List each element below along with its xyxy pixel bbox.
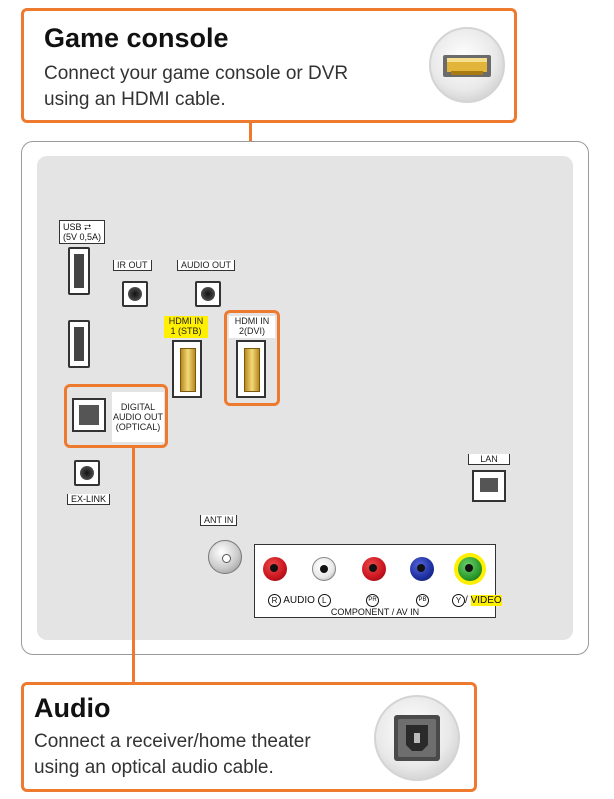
connector-line-optical [132,447,135,683]
usb-icon: ⮂ [84,222,92,232]
rca-audio-r[interactable] [263,557,287,581]
usb-port-1[interactable] [68,247,90,295]
usb-label: USB ⮂ (5V 0,5A) [59,220,106,244]
callout-text-line1: Connect your game console or DVR [44,63,349,84]
callout-text-line2: using an optical audio cable. [34,757,274,778]
callout-title: Game console [44,23,229,53]
ir-out-jack[interactable] [122,281,148,307]
callout-text-line2: using an HDMI cable. [44,89,226,110]
r-symbol: R [268,594,281,607]
hdmi-in-1-label: HDMI IN 1 (STB) [164,316,208,338]
hdmi-in-2-label: HDMI IN 2(DVI) [229,316,275,338]
optical-highlight [64,384,168,448]
hdmi-in-2-highlight [224,310,280,406]
optical-port[interactable] [72,398,106,432]
rca-audio-l[interactable] [312,557,336,581]
antenna-center-pin [222,554,231,563]
rca-pr[interactable] [362,557,386,581]
audio-callout: Audio Connect a receiver/home theater us… [21,682,477,792]
y-symbol: Y [452,594,465,607]
hdmi-in-2-port[interactable] [236,340,266,398]
usb-port-2[interactable] [68,320,90,368]
component-labels-row: R AUDIO L [268,594,331,607]
audio-out-jack[interactable] [195,281,221,307]
digital-audio-out-label: DIGITAL AUDIO OUT (OPTICAL) [112,392,164,442]
antenna-connector[interactable] [208,540,242,574]
ex-link-jack[interactable] [74,460,100,486]
optical-plug-icon [374,695,460,781]
pb-symbol: PB [416,594,429,607]
lan-port-inner [480,478,498,492]
ant-in-label: ANT IN [200,515,238,526]
rca-video-y[interactable] [458,557,482,581]
optical-port-inner [79,405,99,425]
lan-label: LAN [468,454,510,465]
video-label-group: Y/ VIDEO [452,594,502,607]
pr-symbol: PR [366,594,379,607]
rca-pb[interactable] [410,557,434,581]
ir-out-label: IR OUT [113,260,152,271]
audio-out-label: AUDIO OUT [177,260,236,271]
ex-link-label: EX-LINK [67,494,111,505]
game-console-callout: Game console Connect your game console o… [21,8,517,123]
component-av-in-label: COMPONENT / AV IN [330,607,420,617]
lan-port[interactable] [472,470,506,502]
audio-label: AUDIO [283,595,315,606]
video-label: VIDEO [470,595,502,606]
callout-title: Audio [34,693,111,723]
callout-text-line1: Connect a receiver/home theater [34,731,311,752]
hdmi-plug-icon [429,27,505,103]
l-symbol: L [317,594,331,607]
hdmi-in-1-port[interactable] [172,340,202,398]
